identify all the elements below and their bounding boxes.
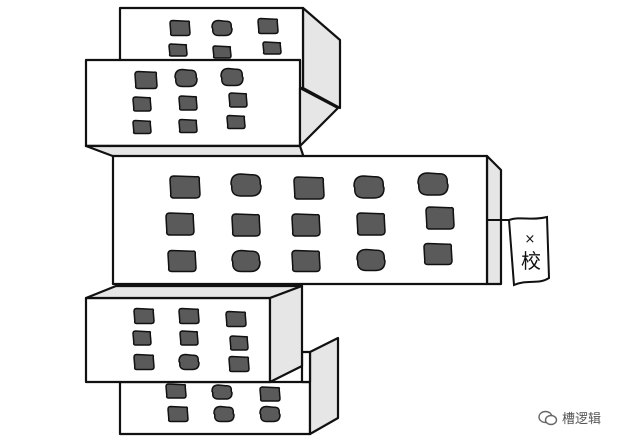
block-back-bottom-side [308, 336, 340, 436]
window [178, 353, 200, 371]
window [293, 176, 325, 200]
window [212, 45, 232, 59]
window [133, 353, 155, 371]
window [259, 386, 281, 402]
window [133, 307, 155, 325]
flag: × 校 [488, 215, 551, 287]
window [165, 383, 187, 399]
window [174, 68, 198, 88]
window [230, 173, 262, 197]
window [423, 242, 453, 266]
window [167, 405, 189, 423]
flag-cloth [507, 215, 551, 287]
window [353, 175, 385, 199]
window [178, 118, 198, 134]
flag-mark: × [525, 232, 536, 247]
window [169, 19, 191, 37]
window [178, 307, 200, 325]
window [132, 119, 152, 135]
block-front-top [84, 58, 340, 160]
window [179, 330, 199, 346]
window [213, 405, 235, 423]
window [169, 175, 201, 199]
window [165, 212, 195, 236]
block-front-bottom-top [84, 284, 304, 300]
window [291, 249, 321, 273]
window [132, 96, 152, 112]
watermark: 槽逻辑 [538, 408, 601, 427]
window [168, 43, 188, 57]
window [132, 330, 152, 346]
window [259, 405, 281, 423]
window [225, 310, 247, 328]
window [178, 95, 198, 111]
window [134, 70, 158, 90]
block-front-bottom-side [268, 284, 304, 384]
window [231, 249, 261, 273]
flag-label: 校 [521, 249, 541, 273]
window [425, 206, 455, 230]
window [262, 41, 282, 55]
window [257, 17, 279, 35]
window [291, 213, 321, 237]
window [356, 248, 386, 272]
window [220, 67, 244, 87]
window [231, 213, 261, 237]
watermark-text: 槽逻辑 [562, 412, 602, 427]
window [167, 249, 197, 273]
window [229, 335, 249, 351]
window [211, 19, 233, 37]
window [228, 355, 250, 373]
block-back-bottom-front-strip [300, 350, 312, 384]
wechat-icon [538, 410, 558, 425]
window [226, 114, 246, 130]
window [417, 172, 449, 196]
window [211, 384, 233, 400]
window [228, 92, 248, 108]
block-front-bottom [84, 284, 304, 384]
window [356, 212, 386, 236]
